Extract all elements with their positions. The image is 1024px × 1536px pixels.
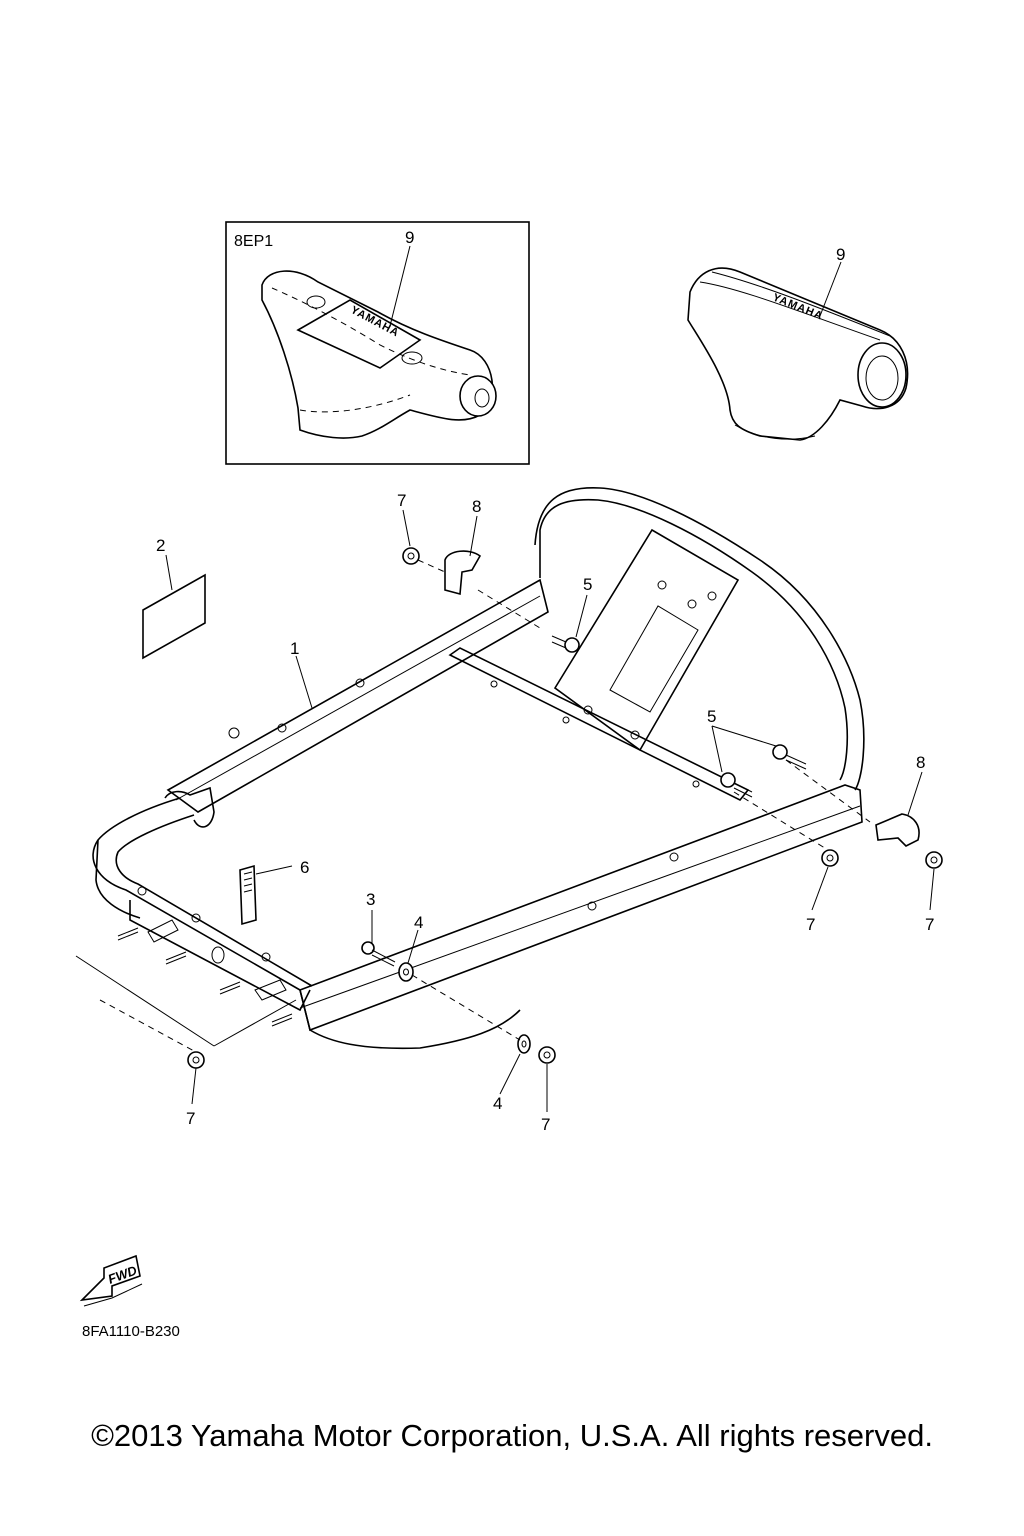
- bracket-8-right: [875, 813, 920, 847]
- nut-7-top: [402, 547, 420, 565]
- callout-numbers: 1 2 3 4 4 5 5 6 7 7 7 7 7 8 8 9 9: [156, 228, 934, 1134]
- callout-7e: 7: [541, 1115, 550, 1134]
- fwd-arrow-icon: FWD: [79, 1254, 143, 1307]
- label-sticker: [142, 573, 206, 660]
- nut-7-right-b: [925, 851, 943, 869]
- callout-4b: 4: [493, 1094, 502, 1113]
- bolt-3: [361, 941, 396, 967]
- handle-frame: [92, 487, 865, 1050]
- callout-9b: 9: [836, 245, 845, 264]
- nut-7-bottom-mid: [538, 1046, 556, 1064]
- bolt-5b: [772, 744, 807, 770]
- leader-lines: [165, 245, 935, 1112]
- front-studs: [75, 927, 297, 1047]
- assembly-lines: [99, 559, 871, 1053]
- inset-box: 8EP1: [225, 221, 530, 465]
- diagram-code: 8FA1110-B230: [82, 1323, 180, 1340]
- bolt-5a: [551, 635, 580, 653]
- bracket-8-top: [444, 550, 482, 596]
- bolt-5c: [720, 772, 753, 798]
- nut-7-bottom-left: [187, 1051, 205, 1069]
- callout-6: 6: [300, 858, 309, 877]
- callout-1: 1: [290, 639, 299, 658]
- washer-4b: [517, 1034, 531, 1054]
- copyright-notice: ©2013 Yamaha Motor Corporation, U.S.A. A…: [91, 1418, 933, 1453]
- callout-7a: 7: [397, 491, 406, 510]
- grip-cover: YAMAHA: [687, 267, 909, 441]
- callout-8b: 8: [916, 753, 925, 772]
- callout-7c: 7: [925, 915, 934, 934]
- callout-9a: 9: [405, 228, 414, 247]
- clip-part-6: [239, 864, 293, 926]
- callout-3: 3: [366, 890, 375, 909]
- washer-4a: [398, 962, 414, 982]
- callout-8a: 8: [472, 497, 481, 516]
- inset-label: 8EP1: [234, 233, 273, 250]
- callout-5a: 5: [583, 575, 592, 594]
- callout-7d: 7: [186, 1109, 195, 1128]
- callout-5b: 5: [707, 707, 716, 726]
- grip-cover-inset: YAMAHA: [261, 270, 497, 439]
- callout-7b: 7: [806, 915, 815, 934]
- callout-2: 2: [156, 536, 165, 555]
- nut-7-right-a: [821, 849, 839, 867]
- callout-4a: 4: [414, 913, 423, 932]
